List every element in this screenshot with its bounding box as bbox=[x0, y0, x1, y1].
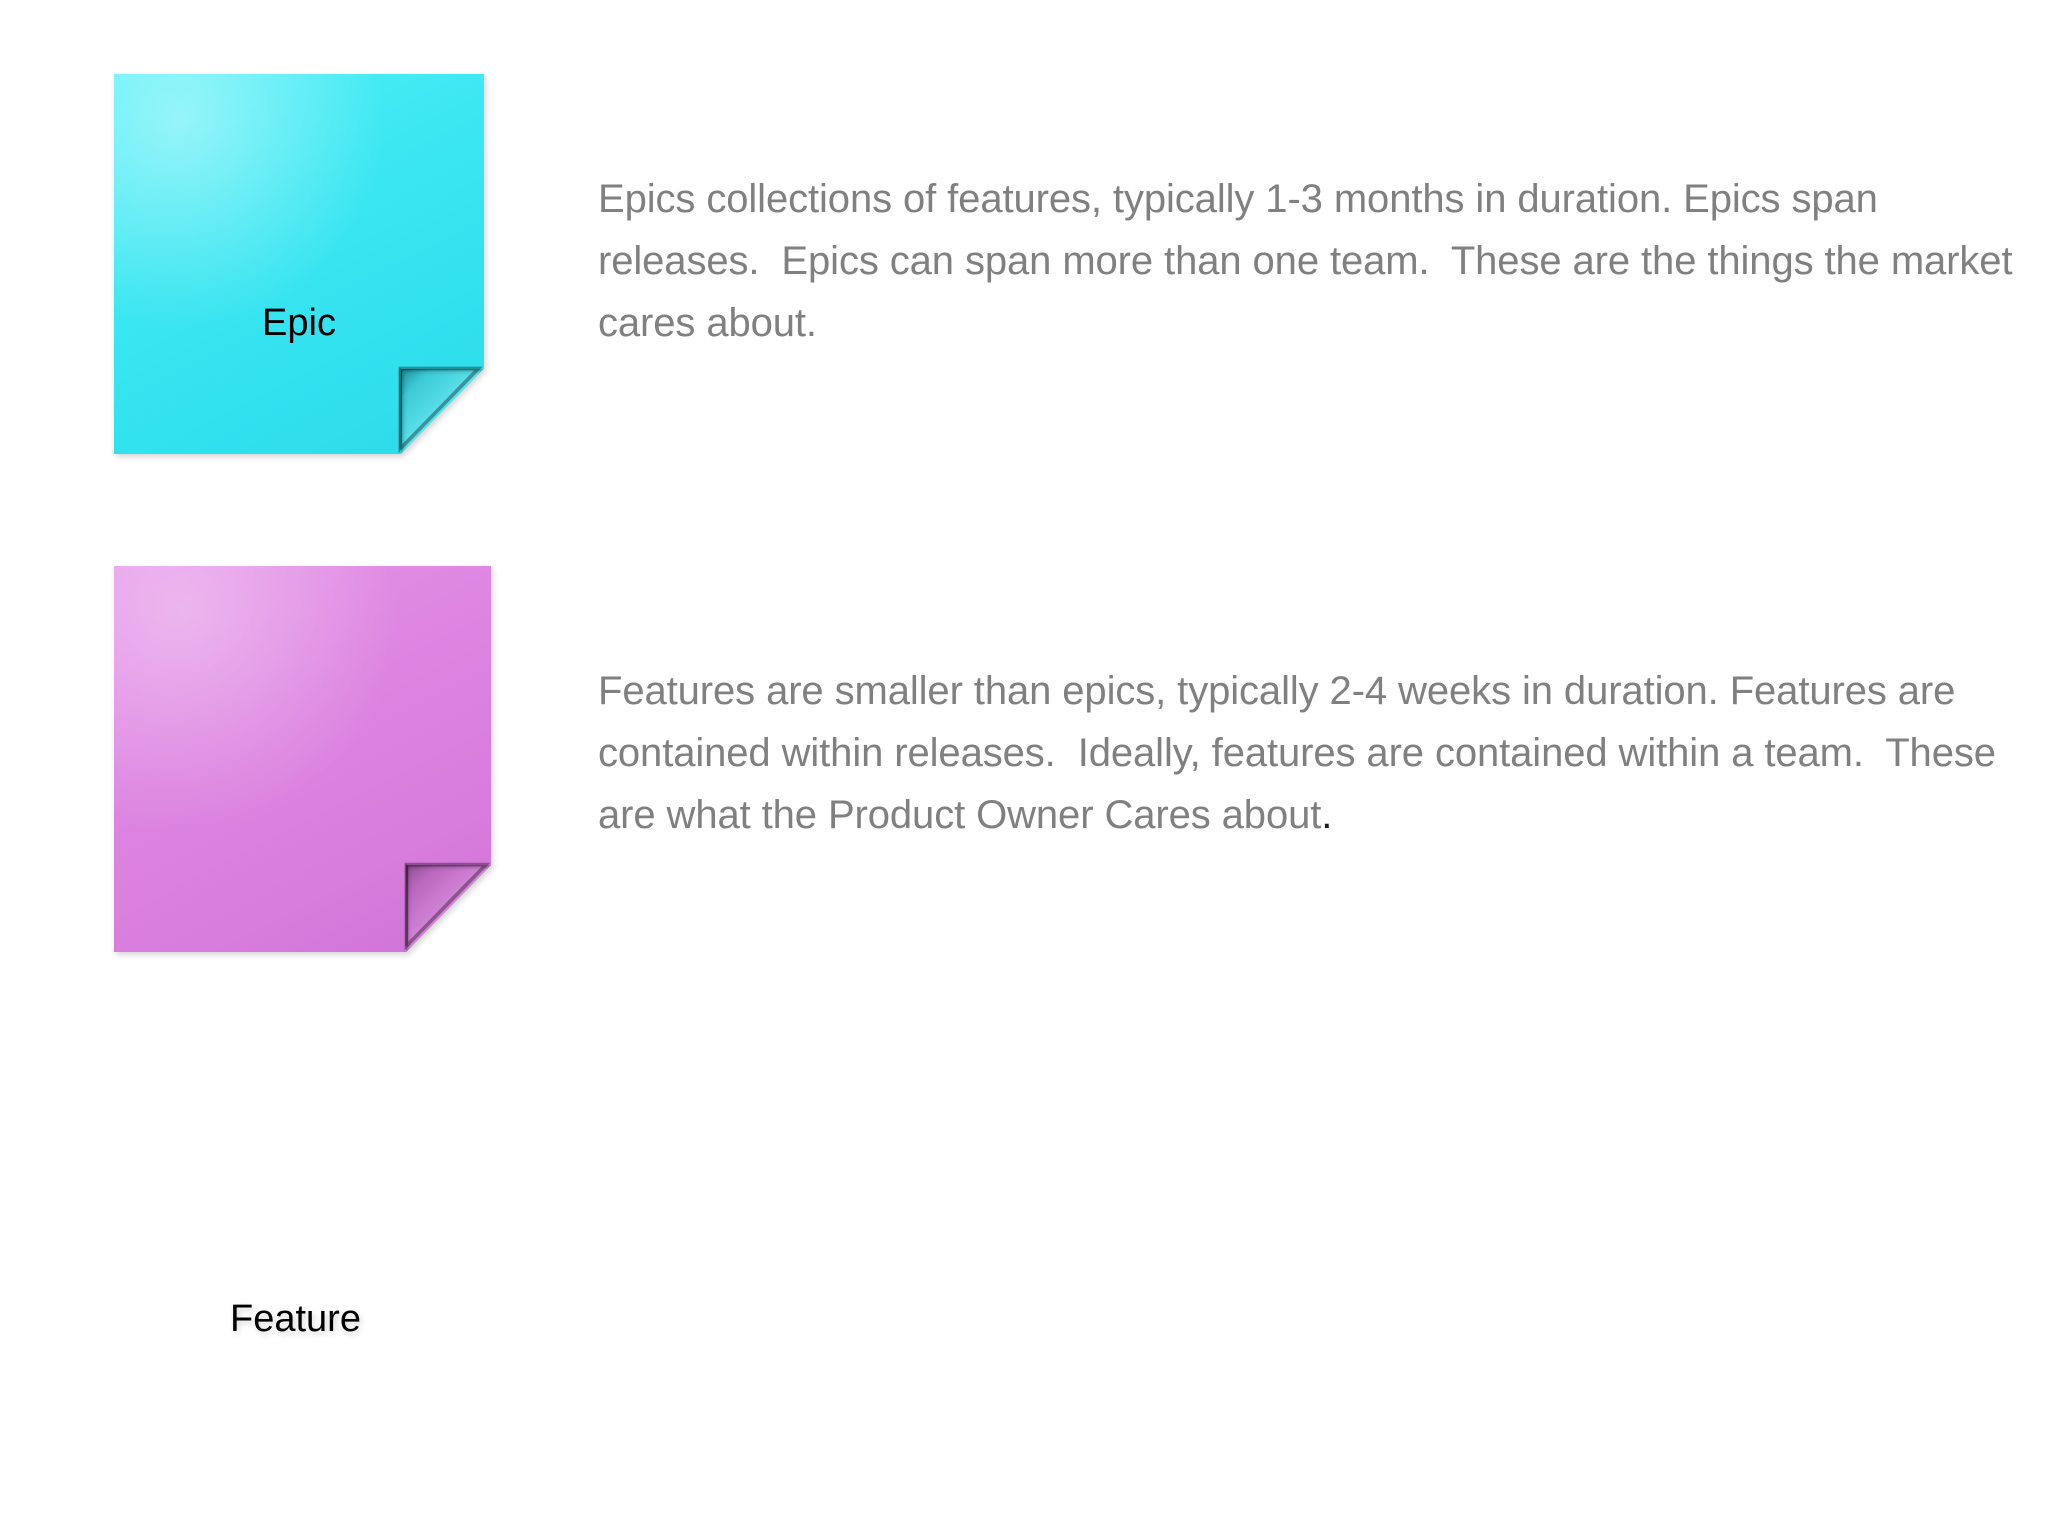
sticky-note-epic[interactable]: Epic bbox=[114, 74, 484, 454]
feature-description-block: Features are smaller than epics, typical… bbox=[598, 660, 2018, 846]
sticky-note-feature[interactable]: Feature bbox=[114, 566, 491, 1340]
epic-description-text: Epics collections of features, typically… bbox=[598, 177, 2024, 345]
feature-description-final-period: . bbox=[1321, 793, 1333, 837]
feature-description-text: Features are smaller than epics, typical… bbox=[598, 669, 2007, 837]
sticky-note-epic-label: Epic bbox=[262, 302, 336, 344]
curled-corner-icon bbox=[400, 368, 484, 454]
sticky-note-feature-label: Feature bbox=[230, 1298, 361, 1340]
curled-corner-icon bbox=[406, 865, 491, 952]
